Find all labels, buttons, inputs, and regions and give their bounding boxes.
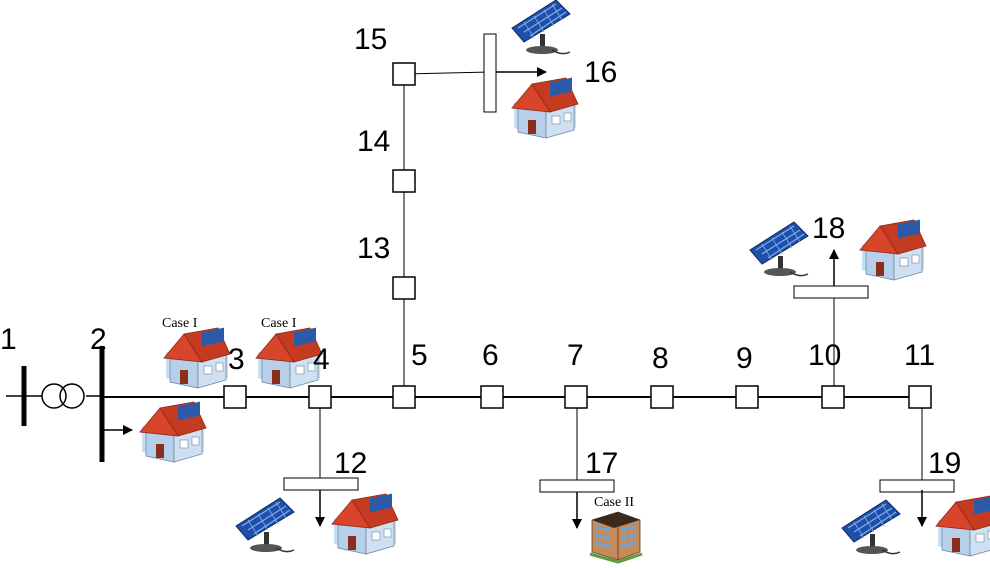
bus-node-9 (735, 385, 759, 409)
bus-node-3 (223, 385, 247, 409)
bus-node-14 (392, 169, 416, 193)
bus-label-7: 7 (567, 339, 584, 372)
bus-node-10 (821, 385, 845, 409)
bus-label-11: 11 (904, 339, 935, 372)
bus-bar-19 (879, 479, 955, 493)
bus-bar-17 (539, 479, 615, 493)
bus-label-18: 18 (812, 212, 845, 245)
house-icon (859, 219, 927, 281)
bus-node-5 (392, 385, 416, 409)
bus-label-6: 6 (482, 339, 499, 372)
house-icon (935, 495, 990, 557)
case-label-bus4: Case I (261, 316, 297, 331)
case-label-bus3: Case I (162, 316, 198, 331)
bus-label-9: 9 (736, 342, 753, 375)
bus-label-4: 4 (313, 343, 330, 376)
bus-node-11 (908, 385, 932, 409)
solar-panel-icon (749, 221, 809, 277)
bus-label-12: 12 (334, 447, 367, 480)
bus-label-8: 8 (652, 342, 669, 375)
bus-labels: 1 2 3 4 5 6 7 8 9 10 11 12 13 14 15 16 1… (0, 23, 961, 480)
bus-label-13: 13 (357, 232, 390, 265)
house-icon (511, 77, 579, 139)
solar-panel-icon (841, 499, 901, 555)
office-building-icon (588, 510, 644, 564)
bus-node-6 (480, 385, 504, 409)
solar-panel-icon (511, 0, 571, 55)
bus-bar-12 (283, 477, 359, 491)
bus-label-2: 2 (90, 323, 107, 356)
bus-node-8 (650, 385, 674, 409)
bus-label-1: 1 (0, 323, 17, 356)
house-icon (331, 493, 399, 555)
bus-label-10: 10 (808, 339, 841, 372)
bus-node-13 (392, 276, 416, 300)
bus-bar-18 (793, 285, 869, 299)
bus-label-19: 19 (928, 447, 961, 480)
bus-label-14: 14 (357, 125, 390, 158)
bus-label-16: 16 (584, 56, 617, 89)
bus-nodes (223, 62, 932, 409)
case-label-bus17: Case II (594, 495, 634, 510)
house-icon (163, 327, 231, 389)
bus-label-3: 3 (228, 343, 245, 376)
bus-label-15: 15 (354, 23, 387, 56)
feeder-lines (6, 71, 923, 480)
bus-node-7 (564, 385, 588, 409)
end-bus-bars (283, 33, 955, 493)
bus-node-4 (308, 385, 332, 409)
case-labels: Case I Case I Case II (162, 316, 634, 510)
solar-panel-icon (235, 497, 295, 553)
load-arrows (315, 67, 927, 529)
bus-label-17: 17 (585, 447, 618, 480)
transformer-icon (41, 383, 85, 409)
bus-node-15 (392, 62, 416, 86)
bus-label-5: 5 (411, 339, 428, 372)
house-icon (139, 401, 207, 463)
bus-bar-16 (483, 33, 497, 113)
